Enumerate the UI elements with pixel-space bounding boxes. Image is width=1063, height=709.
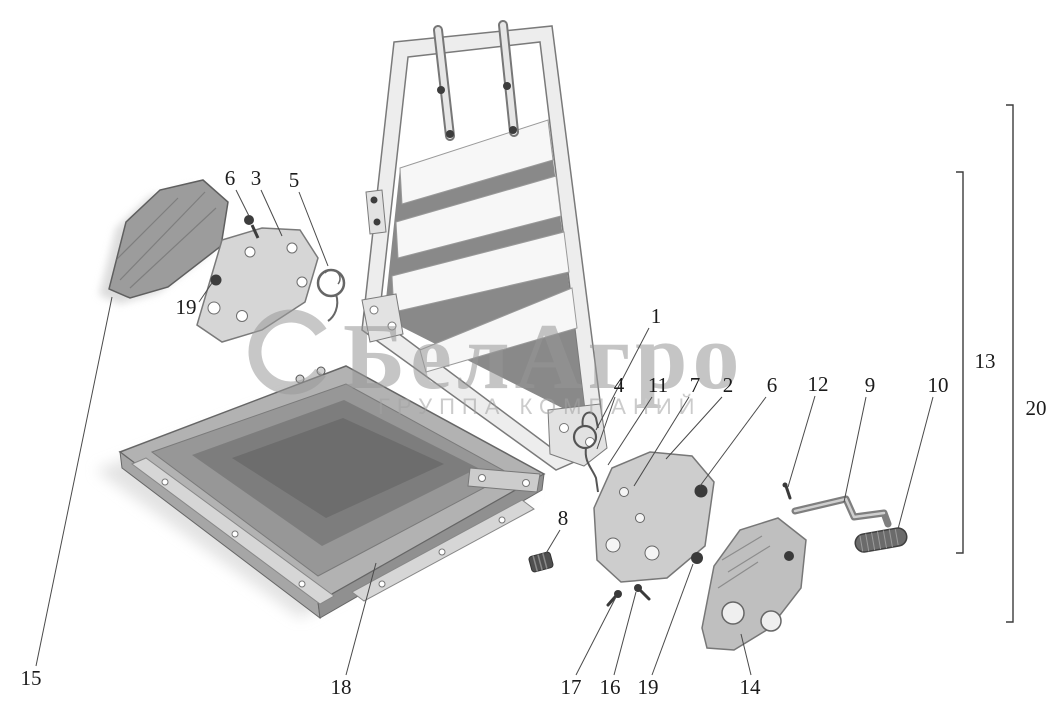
part-callout-12: 12 bbox=[808, 372, 829, 396]
seat-pan-rail-right bbox=[351, 499, 535, 602]
part-callout-11: 11 bbox=[648, 373, 668, 397]
part-callout-15: 15 bbox=[21, 666, 42, 690]
extent-bracket-part13 bbox=[956, 171, 964, 554]
leader-line-part19 bbox=[198, 282, 213, 303]
leader-line-part8 bbox=[544, 529, 561, 556]
pin-part12 bbox=[782, 482, 792, 500]
part-callout-2: 2 bbox=[723, 373, 734, 397]
bracket-plate-part3 bbox=[196, 227, 319, 343]
leader-line-part6 bbox=[699, 396, 767, 487]
part-callout-19: 19 bbox=[638, 675, 659, 699]
leader-line-part7 bbox=[633, 396, 690, 487]
hook-wire-parts4-11 bbox=[572, 411, 599, 493]
part-callout-18: 18 bbox=[331, 675, 352, 699]
part-callout-1: 1 bbox=[651, 304, 662, 328]
frame-hinge-plate-left bbox=[361, 293, 404, 343]
leader-line-part19 bbox=[651, 563, 694, 676]
leader-line-part9 bbox=[843, 396, 867, 503]
bolt-part16 bbox=[634, 584, 651, 601]
nut-part19-right bbox=[691, 552, 703, 564]
watermark-logo-icon bbox=[248, 309, 334, 395]
spring-clip-part5 bbox=[316, 268, 346, 322]
part-callout-14: 14 bbox=[740, 675, 762, 699]
leader-line-part15 bbox=[35, 296, 113, 667]
leader-line-part17 bbox=[575, 596, 617, 676]
backrest-straps bbox=[391, 119, 578, 373]
extent-bracket-part20 bbox=[1006, 104, 1014, 623]
leader-line-part2 bbox=[665, 396, 723, 460]
leader-line-part14 bbox=[740, 633, 752, 676]
part-callout-9: 9 bbox=[865, 373, 876, 397]
leader-line-part12 bbox=[787, 395, 816, 488]
bolt-part6-right bbox=[694, 484, 708, 498]
part-callout-7: 7 bbox=[690, 373, 701, 397]
leader-line-part4 bbox=[596, 396, 616, 450]
part-callout-20: 20 bbox=[1026, 396, 1047, 420]
leader-line-part6 bbox=[235, 189, 250, 217]
watermark-title: БелАгро bbox=[343, 305, 744, 409]
bushing-part8 bbox=[528, 551, 554, 573]
frame-hinge-plate-right bbox=[547, 403, 608, 467]
watermark: БелАгро ГРУППА КОМПАНИЙ bbox=[248, 305, 744, 419]
roller-part10 bbox=[854, 527, 908, 553]
bracket-plate-part2 bbox=[593, 451, 715, 583]
crank-handle-part9 bbox=[791, 495, 892, 528]
leader-line-part11 bbox=[607, 396, 653, 466]
leader-line-part5 bbox=[298, 191, 329, 267]
part-callout-4: 4 bbox=[614, 373, 625, 397]
watermark-subtitle: ГРУППА КОМПАНИЙ bbox=[378, 394, 702, 419]
part-callout-16: 16 bbox=[600, 675, 621, 699]
part-callout-17: 17 bbox=[561, 675, 582, 699]
nut-part19-left bbox=[210, 274, 222, 286]
side-panel-part15 bbox=[108, 179, 229, 299]
part-callout-5: 5 bbox=[289, 168, 300, 192]
backrest-frame bbox=[361, 25, 608, 471]
seat-pan-rail-left bbox=[131, 457, 335, 605]
bolt-part6-left bbox=[244, 215, 260, 239]
leader-line-part10 bbox=[897, 396, 934, 530]
seat-pan bbox=[118, 365, 546, 620]
part-callout-19: 19 bbox=[176, 295, 197, 319]
part-callout-3: 3 bbox=[251, 166, 262, 190]
frame-rail-bracket bbox=[365, 189, 387, 235]
bracket-plate-part14 bbox=[701, 517, 807, 651]
part-callout-13: 13 bbox=[975, 349, 996, 373]
leader-line-part18 bbox=[345, 562, 377, 676]
leader-line-part3 bbox=[260, 189, 283, 237]
part-callout-8: 8 bbox=[558, 506, 569, 530]
bolt-part17 bbox=[606, 590, 622, 607]
leader-line-part1 bbox=[595, 327, 650, 431]
headrest-posts bbox=[433, 20, 519, 141]
part-callout-6: 6 bbox=[767, 373, 778, 397]
part-callout-6: 6 bbox=[225, 166, 236, 190]
part-callout-10: 10 bbox=[928, 373, 949, 397]
seat-pan-hinge-bracket bbox=[467, 467, 541, 493]
leader-line-part16 bbox=[613, 591, 637, 676]
